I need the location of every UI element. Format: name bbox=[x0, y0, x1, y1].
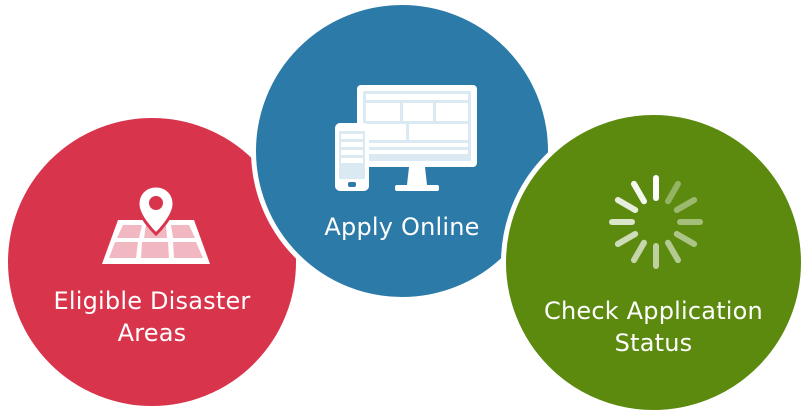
label-line: Eligible Disaster bbox=[53, 287, 251, 315]
spinner-tick bbox=[673, 231, 698, 247]
label-line: Check Application bbox=[544, 297, 763, 325]
spinner-tick bbox=[631, 180, 647, 205]
label-line: Status bbox=[614, 329, 693, 357]
spinner-tick bbox=[665, 180, 681, 205]
label-line: Areas bbox=[117, 319, 187, 347]
spinner-tick bbox=[631, 239, 647, 264]
label-line: Apply Online bbox=[324, 213, 480, 241]
eligible-disaster-areas-label: Eligible Disaster Areas bbox=[8, 285, 296, 349]
spinner-tick bbox=[673, 197, 698, 213]
apply-online-circle[interactable]: Apply Online bbox=[251, 0, 553, 302]
check-application-status-label: Check Application Status bbox=[506, 295, 801, 359]
apply-online-label: Apply Online bbox=[256, 211, 548, 243]
spinner-tick bbox=[614, 197, 639, 213]
loading-spinner-icon bbox=[609, 175, 703, 269]
check-application-status-circle[interactable]: Check Application Status bbox=[501, 110, 806, 415]
map-pin-icon bbox=[102, 184, 210, 264]
spinner-tick bbox=[614, 231, 639, 247]
spinner-tick bbox=[665, 239, 681, 264]
devices-icon bbox=[335, 85, 477, 191]
